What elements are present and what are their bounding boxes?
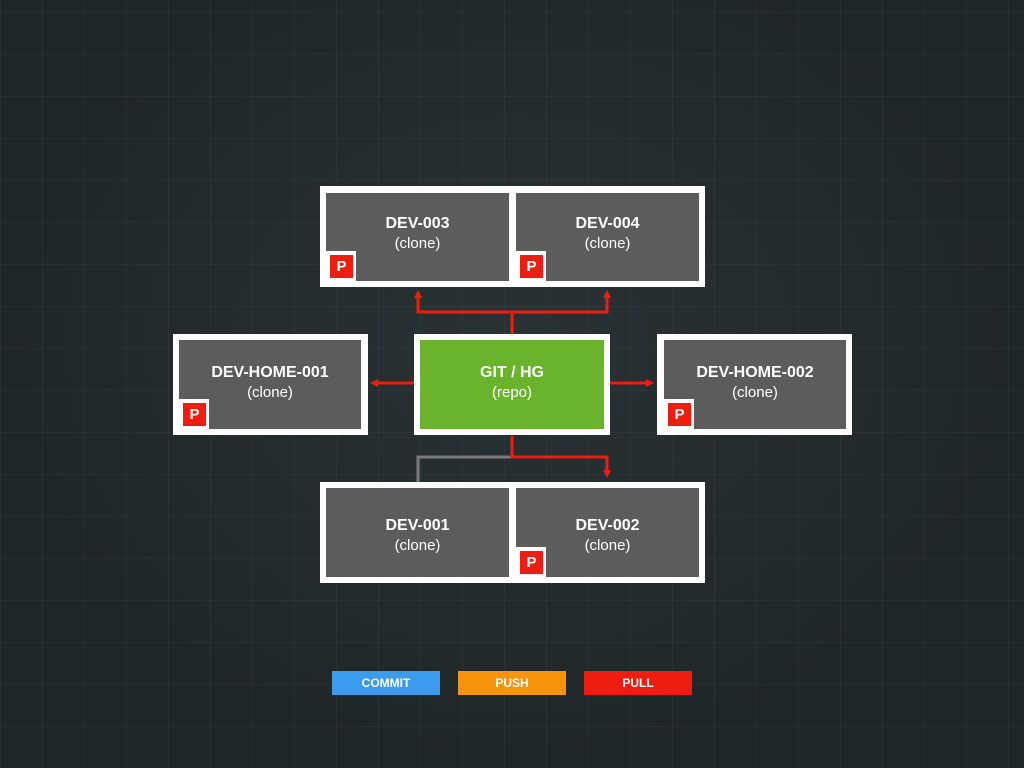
pull-badge: P: [179, 399, 209, 429]
repo-group: GIT / HG (repo): [414, 334, 610, 435]
pull-badge: P: [326, 251, 356, 281]
node-subtitle: (clone): [584, 235, 631, 252]
dev-home-001-node[interactable]: DEV-HOME-001 (clone) P: [179, 340, 361, 429]
dev-home-002-node[interactable]: DEV-HOME-002 (clone) P: [664, 340, 846, 429]
dev-003-node[interactable]: DEV-003 (clone) P: [326, 193, 509, 281]
home-002-group: DEV-HOME-002 (clone) P: [657, 334, 852, 435]
pull-badge-label: P: [330, 255, 353, 278]
legend-push: PUSH: [458, 671, 566, 695]
commit-link-line: [416, 455, 512, 482]
pull-badge-label: P: [520, 255, 543, 278]
pull-badge-label: P: [183, 403, 206, 426]
pull-badge: P: [664, 399, 694, 429]
node-subtitle: (repo): [491, 384, 532, 401]
pull-badge-label: P: [520, 551, 543, 574]
pull-badge-label: P: [668, 403, 691, 426]
git-hg-repo-node[interactable]: GIT / HG (repo): [420, 340, 604, 429]
top-clone-group: DEV-003 (clone) P DEV-004 (clone) P: [320, 186, 705, 287]
node-title: DEV-004: [575, 215, 640, 232]
home-001-group: DEV-HOME-001 (clone) P: [173, 334, 368, 435]
node-title: DEV-HOME-001: [211, 364, 329, 381]
node-subtitle: (clone): [394, 235, 441, 252]
node-subtitle: (clone): [247, 384, 293, 401]
pull-arrow-up: [512, 290, 611, 314]
dev-001-node[interactable]: DEV-001 (clone): [326, 488, 509, 577]
pull-arrow-up: [414, 290, 514, 334]
node-title: DEV-001: [385, 517, 450, 534]
pull-badge: P: [516, 547, 546, 577]
node-subtitle: (clone): [394, 537, 441, 554]
legend-commit: COMMIT: [332, 671, 440, 695]
node-title: DEV-HOME-002: [696, 364, 814, 381]
node-title: DEV-003: [385, 215, 450, 232]
legend-pull: PULL: [584, 671, 692, 695]
dev-004-node[interactable]: DEV-004 (clone) P: [516, 193, 699, 281]
node-title: GIT / HG: [480, 364, 544, 381]
dev-002-node[interactable]: DEV-002 (clone) P: [516, 488, 699, 577]
pull-arrow-down: [510, 436, 611, 478]
node-subtitle: (clone): [732, 384, 778, 401]
node-title: DEV-002: [575, 517, 640, 534]
bottom-clone-group: DEV-001 (clone) DEV-002 (clone) P: [320, 482, 705, 583]
node-subtitle: (clone): [584, 537, 631, 554]
pull-badge: P: [516, 251, 546, 281]
